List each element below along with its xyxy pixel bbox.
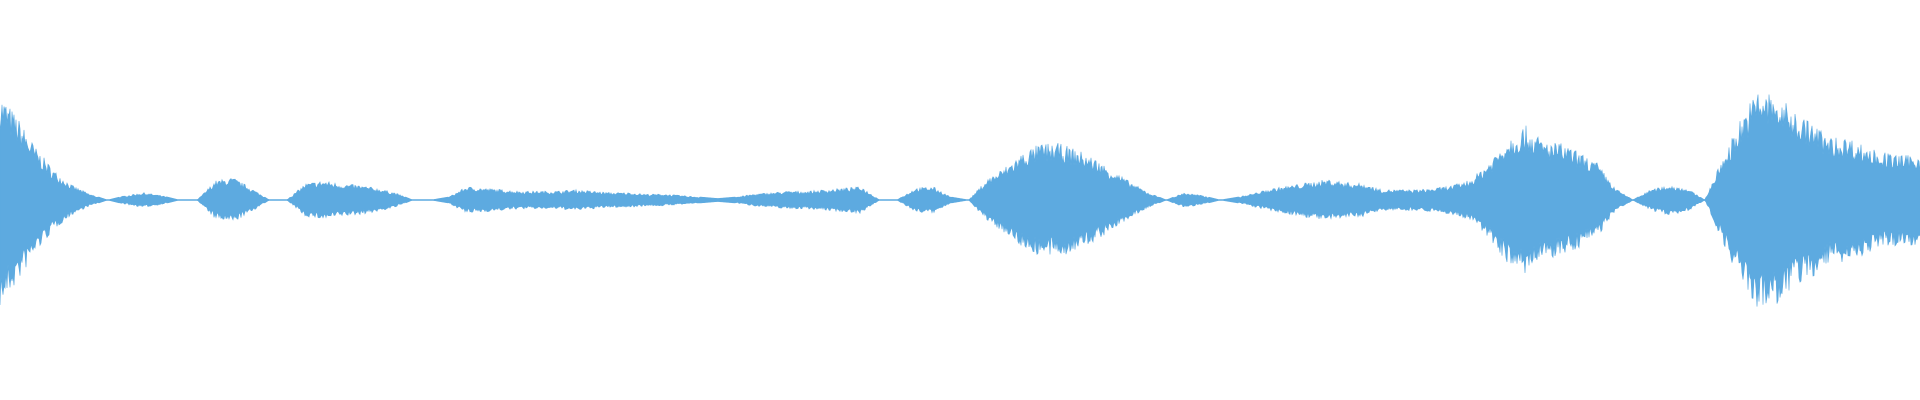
waveform-shape <box>0 94 1920 307</box>
